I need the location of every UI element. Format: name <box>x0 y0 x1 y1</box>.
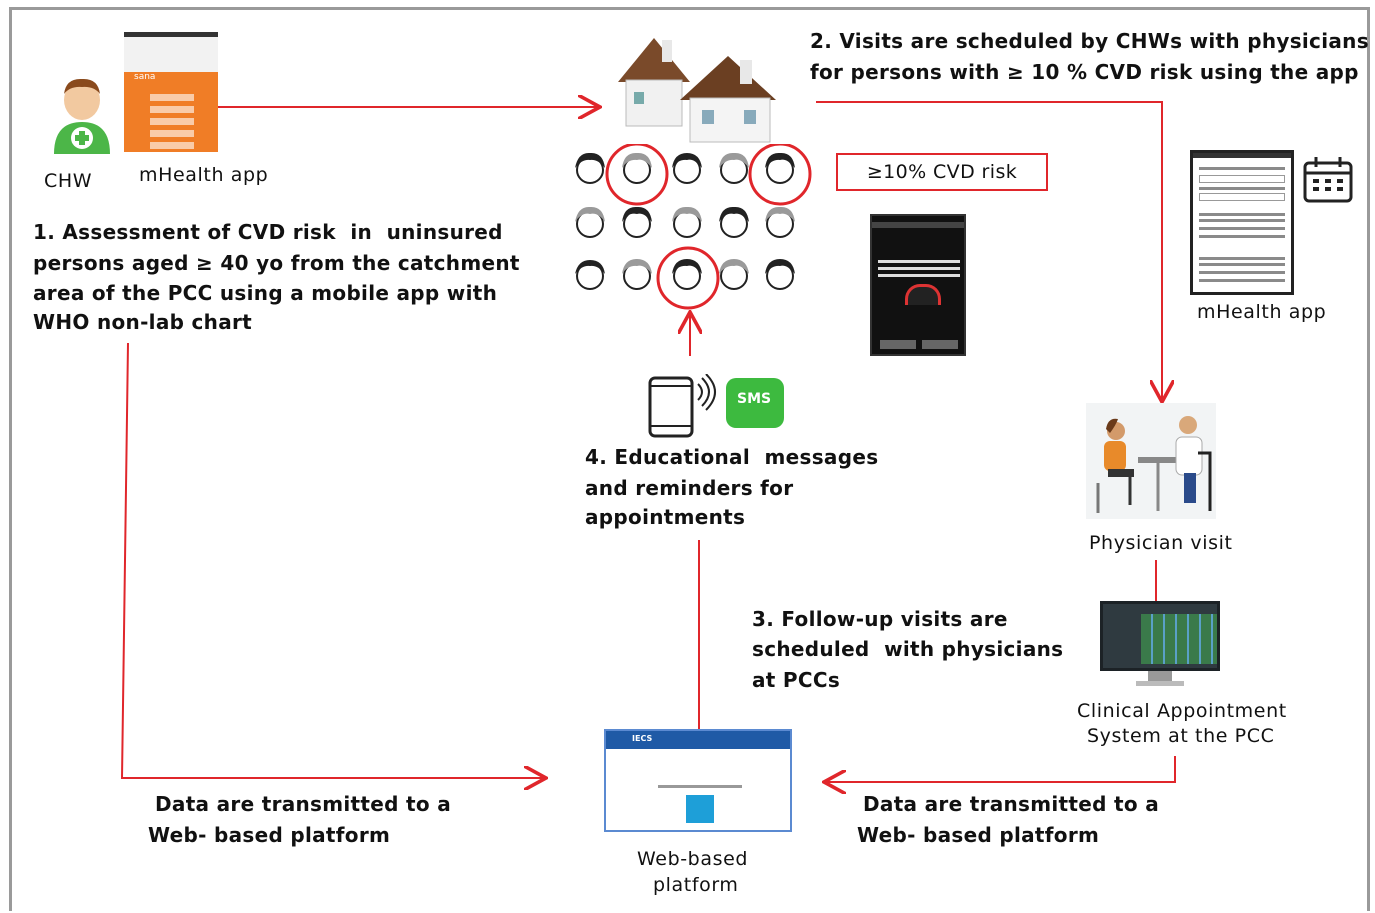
mhealth-app-screen-left: sana <box>124 32 218 152</box>
physician-label: Physician visit <box>1089 532 1233 554</box>
calendar-icon <box>1303 157 1353 203</box>
people-grid <box>575 144 812 310</box>
step1-line2: persons aged ≥ 40 yo from the catchment <box>33 251 520 275</box>
step1-line3: area of the PCC using a mobile app with <box>33 281 498 305</box>
sms-label: SMS <box>737 391 772 407</box>
physician-visit-icon <box>1086 403 1216 519</box>
chw-icon <box>54 78 110 154</box>
diagram-frame <box>9 7 1370 911</box>
cvd-risk-box: ≥10% CVD risk <box>836 153 1048 191</box>
step2-line2: for persons with ≥ 10 % CVD risk using t… <box>810 60 1359 84</box>
web-brand: IECS <box>632 734 653 743</box>
step4-line3: appointments <box>585 505 746 529</box>
step1-line1: 1. Assessment of CVD risk in uninsured <box>33 220 503 244</box>
mhealth-app-screen-right <box>1190 150 1294 295</box>
clinical-label-line2: System at the PCC <box>1087 725 1275 747</box>
arrow-clinical-to-web <box>826 756 1176 782</box>
step4-line1: 4. Educational messages <box>585 445 879 469</box>
houses-icon <box>618 38 776 143</box>
app-right-label: mHealth app <box>1197 301 1327 323</box>
data-left-line1: Data are transmitted to a <box>155 792 451 816</box>
risk-result-phone <box>870 214 966 356</box>
arrow-houses-to-physician <box>816 101 1162 400</box>
data-left-line2: Web- based platform <box>148 823 391 847</box>
web-platform-screen: IECS <box>604 729 792 832</box>
data-right-line2: Web- based platform <box>857 823 1100 847</box>
web-label-line1: Web-based <box>637 848 749 870</box>
app-brand: sana <box>134 72 156 82</box>
arrow-step1-to-web <box>120 342 544 778</box>
step3-line3: at PCCs <box>752 668 841 692</box>
step2-line1: 2. Visits are scheduled by CHWs with phy… <box>810 29 1369 53</box>
chw-label: CHW <box>44 170 93 192</box>
web-label-line2: platform <box>653 874 739 896</box>
step1-line4: WHO non-lab chart <box>33 310 253 334</box>
step4-line2: and reminders for <box>585 476 794 500</box>
step3-line1: 3. Follow-up visits are <box>752 607 1008 631</box>
app-left-label: mHealth app <box>139 164 269 186</box>
sms-phone-icon <box>648 374 784 438</box>
data-right-line1: Data are transmitted to a <box>863 792 1159 816</box>
clinical-system-monitor <box>1100 601 1220 687</box>
step3-line2: scheduled with physicians <box>752 637 1064 661</box>
clinical-label-line1: Clinical Appointment <box>1077 700 1287 722</box>
